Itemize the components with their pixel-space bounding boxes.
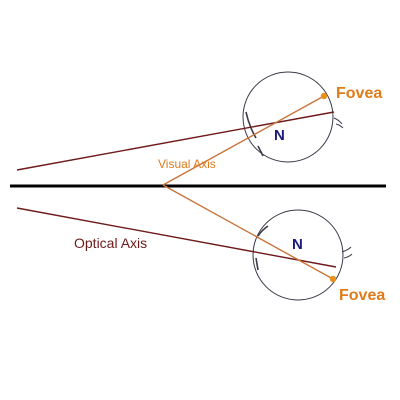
top-iris-mark	[257, 145, 264, 157]
top-eye	[242, 71, 344, 163]
fovea-label-top: Fovea	[336, 85, 382, 102]
bottom-lash-mark	[341, 246, 353, 259]
fovea-label-bottom: Fovea	[339, 287, 385, 304]
nodal-point-label-top: N	[274, 127, 285, 144]
top-lens-arc	[245, 111, 257, 139]
bottom-lens-arc	[257, 225, 269, 237]
top-lash-mark	[333, 117, 344, 129]
bottom-eyeball	[252, 209, 344, 301]
visual-axis-top	[162, 95, 325, 186]
optical-axis-bottom	[16, 207, 337, 268]
bottom-iris-mark	[255, 257, 259, 271]
bottom-eye	[252, 209, 353, 301]
top-eyeball	[242, 71, 334, 163]
visual-axis-label: Visual Axis	[158, 157, 216, 171]
nodal-point-label-bottom: N	[292, 236, 303, 253]
fovea-dot-top	[320, 92, 328, 100]
optical-axis-top	[16, 111, 335, 171]
visual-axis-bottom	[162, 184, 334, 280]
optical-axis-label: Optical Axis	[74, 235, 147, 251]
fovea-dot-bottom	[329, 275, 337, 283]
